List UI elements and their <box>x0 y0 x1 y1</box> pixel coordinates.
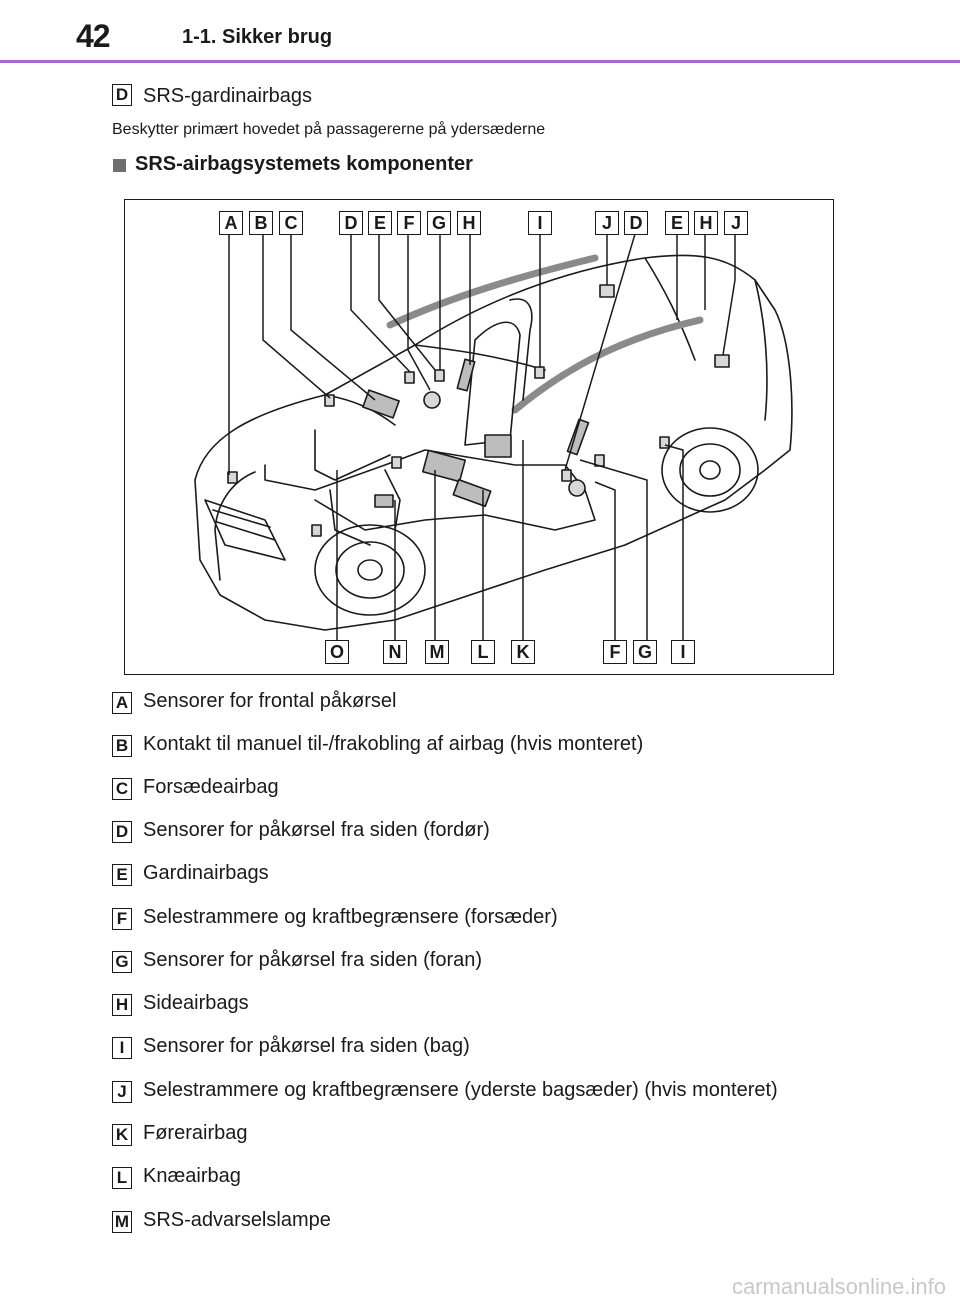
figure-label-top: C <box>279 211 303 235</box>
figure-label-top: D <box>339 211 363 235</box>
item-text: Knæairbag <box>143 1165 241 1187</box>
item-text: Gardinairbags <box>143 862 269 884</box>
watermark: carmanualsonline.info <box>731 1274 946 1299</box>
figure-label-top: A <box>219 211 243 235</box>
figure-label-top: E <box>665 211 689 235</box>
page-header: 42 1-1. Sikker brug <box>0 0 960 63</box>
item-text: Kontakt til manuel til-/frakobling af ai… <box>143 733 644 755</box>
intro-description: Beskytter primært hovedet på passagerern… <box>112 121 546 138</box>
figure-label-bottom: O <box>325 640 349 664</box>
item-text: Sensorer for påkørsel fra siden (foran) <box>143 949 483 971</box>
figure-label-top: G <box>427 211 451 235</box>
figure-label-top: F <box>397 211 421 235</box>
figure-label-bottom: L <box>471 640 495 664</box>
item-text: Sensorer for påkørsel fra siden (fordør) <box>143 819 490 841</box>
figure-label-top: H <box>457 211 481 235</box>
page-number: 42 <box>76 18 111 54</box>
item-text: SRS-advarselslampe <box>143 1209 331 1231</box>
airbag-diagram: A B C D E F G H I J D E H J O N M L K F … <box>124 199 834 675</box>
item-letter-badge: M <box>112 1211 132 1233</box>
item-text: Sensorer for påkørsel fra siden (bag) <box>143 1035 470 1057</box>
figure-label-bottom: N <box>383 640 407 664</box>
section-title: SRS-airbagsystemets komponenter <box>135 153 473 175</box>
section-bullet-icon <box>113 159 126 172</box>
item-text: Førerairbag <box>143 1122 248 1144</box>
item-text: Sensorer for frontal påkørsel <box>143 690 397 712</box>
figure-label-top: J <box>595 211 619 235</box>
item-letter-badge: L <box>112 1167 132 1189</box>
figure-label-bottom: M <box>425 640 449 664</box>
item-text: Forsædeairbag <box>143 776 279 798</box>
chapter-title: 1-1. Sikker brug <box>182 26 333 48</box>
item-letter-badge: A <box>112 692 132 714</box>
item-letter-badge: H <box>112 994 132 1016</box>
intro-label: SRS-gardinairbags <box>143 85 312 107</box>
item-letter-badge: C <box>112 778 132 800</box>
figure-label-top: H <box>694 211 718 235</box>
item-letter-badge: F <box>112 908 132 930</box>
item-letter-badge: J <box>112 1081 132 1103</box>
figure-label-top: I <box>528 211 552 235</box>
item-letter-badge: E <box>112 864 132 886</box>
figure-label-bottom: G <box>633 640 657 664</box>
item-letter-badge: D <box>112 821 132 843</box>
figure-label-bottom: F <box>603 640 627 664</box>
figure-label-bottom: I <box>671 640 695 664</box>
item-letter-badge: B <box>112 735 132 757</box>
figure-label-top: E <box>368 211 392 235</box>
figure-label-top: B <box>249 211 273 235</box>
figure-label-top: D <box>624 211 648 235</box>
item-text: Selestrammere og kraftbegrænsere (yderst… <box>143 1079 778 1101</box>
intro-letter-badge: D <box>112 84 132 106</box>
car-illustration <box>194 233 793 640</box>
header-divider <box>0 60 960 63</box>
item-text: Selestrammere og kraftbegrænsere (forsæd… <box>143 906 558 928</box>
figure-label-bottom: K <box>511 640 535 664</box>
item-letter-badge: G <box>112 951 132 973</box>
item-text: Sideairbags <box>143 992 249 1014</box>
item-letter-badge: K <box>112 1124 132 1146</box>
figure-label-top: J <box>724 211 748 235</box>
item-letter-badge: I <box>112 1037 132 1059</box>
